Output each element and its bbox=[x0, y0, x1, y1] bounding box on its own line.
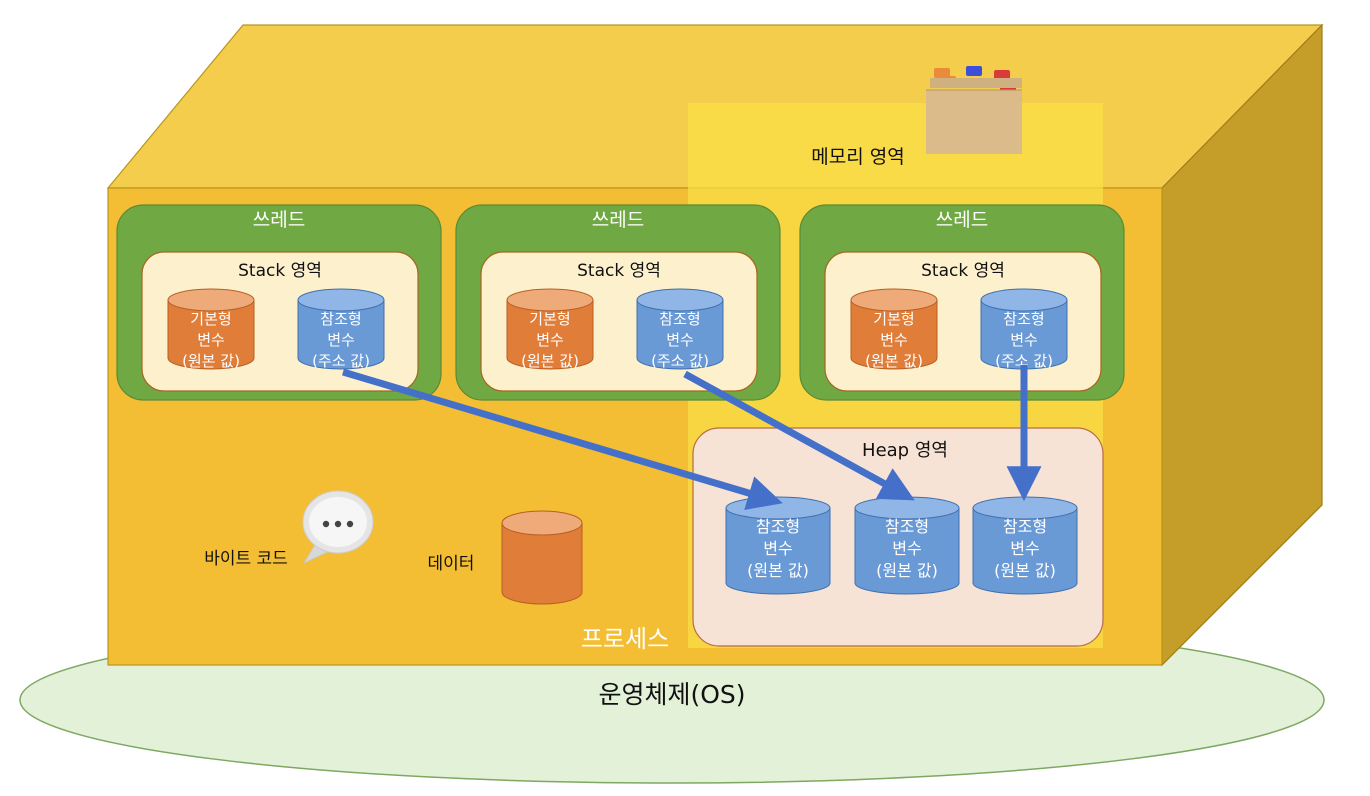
thread-title: 쓰레드 bbox=[592, 209, 644, 231]
speech-bubble-icon bbox=[302, 490, 374, 565]
cylinder-text-line: 변수 bbox=[1010, 539, 1039, 558]
cylinder-text-line: 변수 bbox=[666, 331, 694, 349]
cylinder-text-line: 기본형 bbox=[190, 310, 231, 328]
cylinder-text-line: (원본 값) bbox=[747, 561, 809, 580]
stack-label: Stack 영역 bbox=[238, 261, 322, 281]
cylinder-text-line: 참조형 bbox=[320, 310, 361, 328]
stack-label: Stack 영역 bbox=[577, 261, 661, 281]
reference-arrow-2 bbox=[683, 370, 915, 501]
cylinder-text-line: 참조형 bbox=[756, 517, 800, 536]
data-cylinder bbox=[501, 510, 583, 605]
cylinder-text-line: (원본 값) bbox=[876, 561, 938, 580]
stack-label: Stack 영역 bbox=[921, 261, 1005, 281]
process-label: 프로세스 bbox=[581, 625, 669, 653]
thread-title: 쓰레드 bbox=[936, 209, 988, 231]
cylinder-text-line: (주소 값) bbox=[312, 352, 370, 370]
cylinder-text-line: (원본 값) bbox=[521, 352, 579, 370]
cylinder-text-line: 참조형 bbox=[659, 310, 700, 328]
cylinder-text-line: 변수 bbox=[327, 331, 355, 349]
cylinder-text-line: 기본형 bbox=[873, 310, 914, 328]
cylinder-text-line: 변수 bbox=[1010, 331, 1038, 349]
cylinder-text-line: (원본 값) bbox=[865, 352, 923, 370]
cylinder-text-line: 기본형 bbox=[529, 310, 570, 328]
cylinder-text-line: 변수 bbox=[892, 539, 921, 558]
reference-arrow-1 bbox=[341, 368, 783, 510]
cylinder-text-line: 참조형 bbox=[885, 517, 929, 536]
cylinder-text-line: 변수 bbox=[880, 331, 908, 349]
cylinder-text-line: 변수 bbox=[536, 331, 564, 349]
cylinder-text-line: (주소 값) bbox=[651, 352, 709, 370]
cylinder-text-line: 참조형 bbox=[1003, 517, 1047, 536]
cylinder-text-line: (원본 값) bbox=[994, 561, 1056, 580]
file-box-icon bbox=[926, 66, 1022, 154]
os-label: 운영체제(OS) bbox=[598, 680, 745, 709]
thread-title: 쓰레드 bbox=[253, 209, 305, 231]
memory-region-label: 메모리 영역 bbox=[811, 146, 904, 168]
data-label: 데이터 bbox=[428, 554, 475, 574]
cylinder-text-line: 변수 bbox=[197, 331, 225, 349]
cylinder-text-line: 변수 bbox=[763, 539, 792, 558]
cylinder-text-line: 참조형 bbox=[1003, 310, 1044, 328]
heap-label: Heap 영역 bbox=[862, 440, 948, 461]
cylinder-text-line: (주소 값) bbox=[995, 352, 1053, 370]
bytecode-label: 바이트 코드 bbox=[204, 549, 288, 569]
cylinder-text-line: (원본 값) bbox=[182, 352, 240, 370]
